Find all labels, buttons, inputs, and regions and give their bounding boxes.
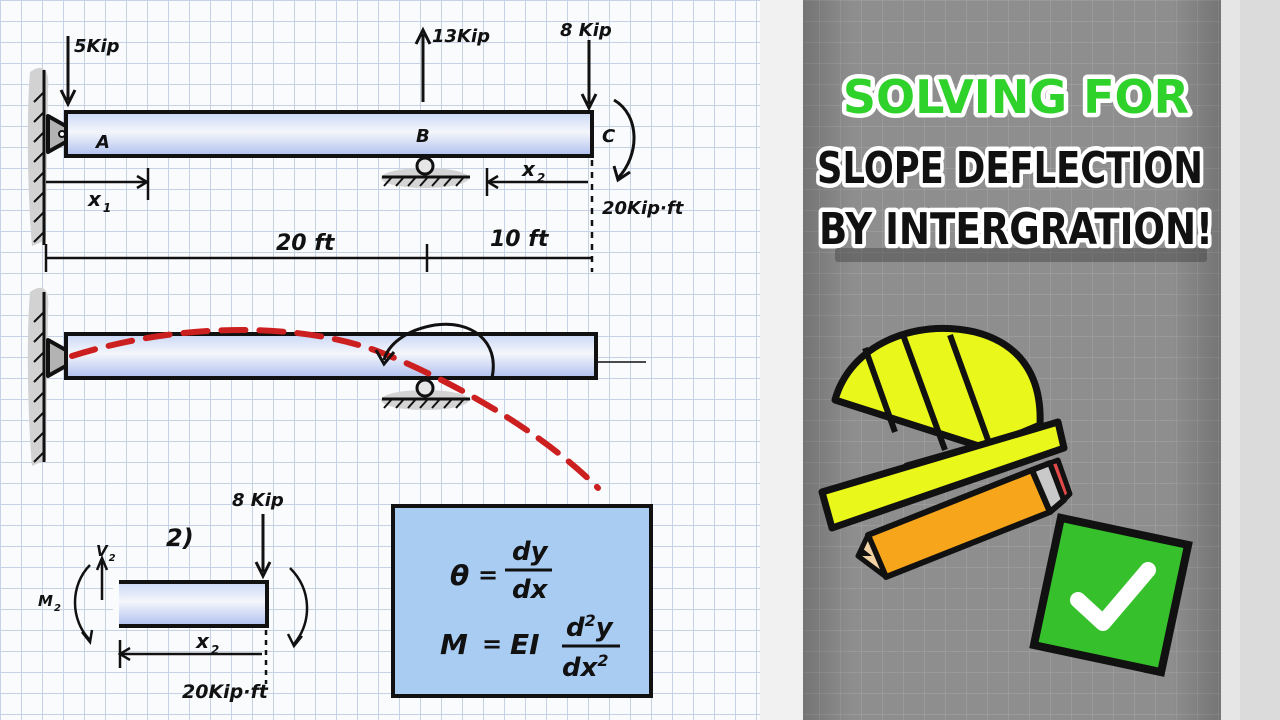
formula-ei: EI xyxy=(510,628,540,661)
formula-box-bg xyxy=(391,504,653,698)
formula-dy: dy xyxy=(512,537,549,567)
formula-theta: θ xyxy=(450,559,469,592)
formula-m: M xyxy=(440,628,468,661)
section-number: 2) xyxy=(166,524,194,552)
beam-body xyxy=(64,110,594,158)
load-label-b: 13Kip xyxy=(432,26,490,47)
span-label-ab: 20 ft xyxy=(276,231,336,256)
span-label-bc: 10 ft xyxy=(490,227,550,252)
load-label-a: 5Kip xyxy=(74,36,120,57)
span-dimension-line xyxy=(44,244,592,272)
point-label-a: A xyxy=(94,132,110,153)
fixed-wall-support xyxy=(27,67,82,246)
pencil-icon xyxy=(855,457,1073,580)
moment-label-m2: M2 xyxy=(38,592,61,614)
section-end-moment-arrow xyxy=(286,567,309,649)
formula-dx2: dx2 xyxy=(562,651,609,683)
load-label-c: 8 Kip xyxy=(560,20,612,41)
section-moment-label: 20Kip·ft xyxy=(182,681,269,703)
section-load-label: 8 Kip xyxy=(232,490,284,511)
deflection-curve xyxy=(69,327,601,491)
roller-support-b xyxy=(381,156,470,188)
section-beam xyxy=(115,580,269,628)
title-line-1: SOLVING FOR xyxy=(843,70,1189,124)
formula-equals-2: = xyxy=(482,630,502,658)
slope-rotation-arrow xyxy=(374,322,495,379)
title-reflection xyxy=(835,248,1207,262)
x2-dimension xyxy=(485,160,594,272)
load-arrow-b xyxy=(414,26,432,102)
title-panel: SOLVING FOR SLOPE DEFLECTION BY INTERGRA… xyxy=(760,0,1280,720)
point-label-c: C xyxy=(602,126,616,147)
formula-dx: dx xyxy=(512,575,549,605)
roller-support-b-2 xyxy=(381,378,470,410)
moment-arrow-m2 xyxy=(73,564,94,645)
section-load-arrow xyxy=(254,514,272,580)
deflection-diagram xyxy=(27,287,646,491)
moment-arrow-c xyxy=(612,98,636,183)
moment-label-c: 20Kip·ft xyxy=(602,198,685,219)
formula-box: θ = dy dx M = EI d2y dx2 xyxy=(391,504,653,698)
checkmark-icon xyxy=(1029,513,1193,677)
load-arrow-a xyxy=(59,36,77,108)
formula-d2y: d2y xyxy=(566,611,614,643)
beam-body-2 xyxy=(64,332,598,380)
section-x2-dimension xyxy=(117,630,268,684)
point-label-b: B xyxy=(416,126,430,147)
load-arrow-c xyxy=(580,40,598,112)
title-line-2: SLOPE DEFLECTION xyxy=(817,143,1203,194)
formula-equals-1: = xyxy=(478,561,498,589)
hard-hat-icon xyxy=(818,324,1068,532)
shear-label-v2: V2 xyxy=(96,542,116,564)
title-line-3: BY INTERGRATION! xyxy=(819,204,1213,255)
shear-arrow-v2 xyxy=(95,554,109,600)
x1-dimension xyxy=(46,168,150,200)
